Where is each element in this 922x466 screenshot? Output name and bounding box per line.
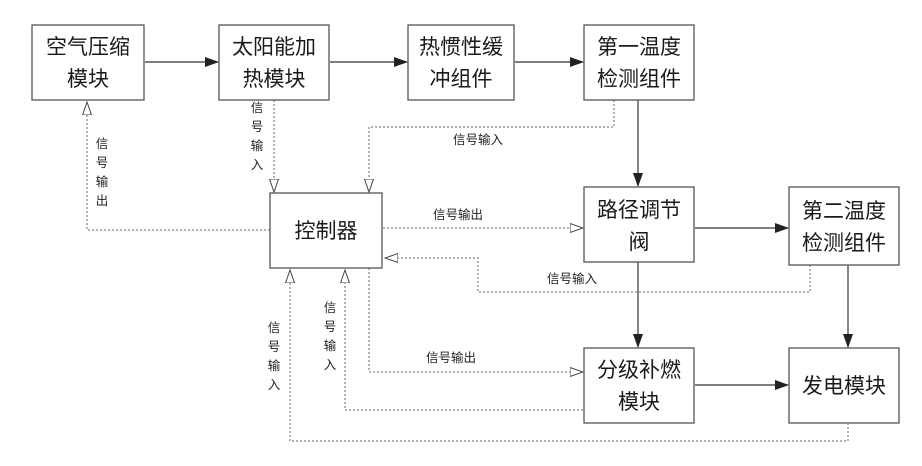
label-signal-output-valve: 信号输出 xyxy=(433,207,483,222)
label-signal-input-sensor1: 信号输入 xyxy=(453,132,504,147)
svg-text:路径调节: 路径调节 xyxy=(597,198,681,222)
node-solar-heating: 太阳能加 热模块 xyxy=(219,25,329,100)
node-temp-sensor-2: 第二温度 检测组件 xyxy=(789,187,899,265)
svg-text:控制器: 控制器 xyxy=(295,219,358,243)
signal-combustion-to-controller xyxy=(345,270,583,410)
svg-text:分级补燃: 分级补燃 xyxy=(597,358,681,382)
svg-text:热惯性缓: 热惯性缓 xyxy=(419,35,503,59)
label-signal-output-combustion: 信号输出 xyxy=(426,350,476,365)
signal-controller-to-air xyxy=(87,102,270,230)
node-thermal-buffer: 热惯性缓 冲组件 xyxy=(408,25,514,100)
node-controller: 控制器 xyxy=(270,193,382,268)
svg-text:发电模块: 发电模块 xyxy=(802,374,886,398)
svg-text:太阳能加: 太阳能加 xyxy=(232,35,316,59)
svg-text:热模块: 热模块 xyxy=(243,67,306,91)
node-temp-sensor-1: 第一温度 检测组件 xyxy=(584,25,694,100)
svg-text:阀: 阀 xyxy=(629,230,650,254)
label-signal-input-combustion: 信号输入 xyxy=(324,300,337,372)
svg-text:检测组件: 检测组件 xyxy=(802,231,886,255)
svg-text:模块: 模块 xyxy=(67,67,109,91)
node-power-generation: 发电模块 xyxy=(789,348,899,423)
svg-text:空气压缩: 空气压缩 xyxy=(46,35,130,59)
svg-text:模块: 模块 xyxy=(618,390,660,414)
label-signal-input-solar: 信号输入 xyxy=(251,100,264,172)
svg-text:第二温度: 第二温度 xyxy=(802,199,886,223)
label-signal-input-sensor2: 信号输入 xyxy=(547,271,598,286)
node-path-valve: 路径调节 阀 xyxy=(584,187,694,262)
signal-power-to-controller xyxy=(290,270,848,441)
svg-text:第一温度: 第一温度 xyxy=(597,35,681,59)
svg-text:检测组件: 检测组件 xyxy=(597,67,681,91)
node-air-compression: 空气压缩 模块 xyxy=(32,25,144,100)
svg-text:冲组件: 冲组件 xyxy=(430,67,493,91)
node-staged-combustion: 分级补燃 模块 xyxy=(584,348,694,423)
label-signal-input-power: 信号输入 xyxy=(268,320,281,392)
signal-sensor2-to-controller xyxy=(385,258,810,292)
label-signal-output-air: 信号输出 xyxy=(96,136,109,208)
